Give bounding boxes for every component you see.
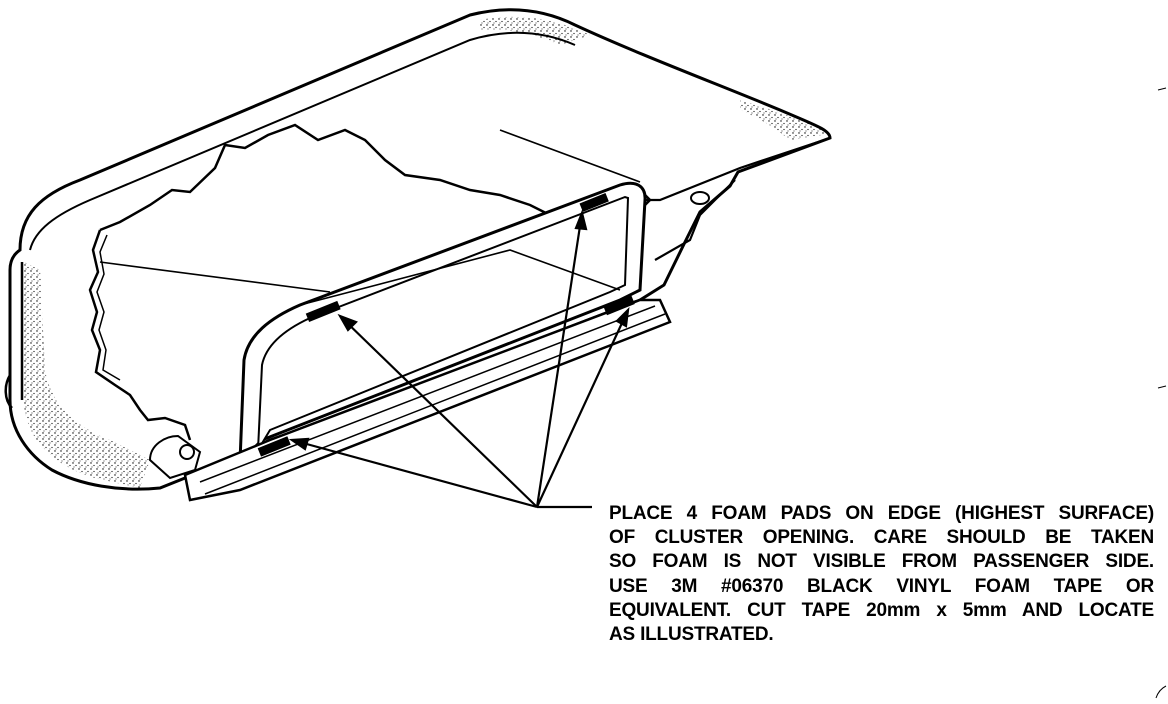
cutaway-edge-left-inner (96, 234, 121, 381)
instruction-line-2: OF CLUSTER OPENING. CARE SHOULD BE TAKEN (609, 527, 1154, 549)
hood-left-side (4, 262, 24, 409)
foam-pad-middle-left (305, 300, 341, 323)
instruction-line-4: USE 3M #06370 BLACK VINYL FOAM TAPE OR (609, 575, 1154, 597)
instruction-line-1: PLACE 4 FOAM PADS ON EDGE (HIGHEST SURFA… (609, 503, 1154, 524)
hood-lip-line (29, 31, 576, 251)
hood-shading-left (24, 262, 150, 488)
foam-pad-instruction: PLACE 4 FOAM PADS ON EDGE (HIGHEST SURFA… (609, 502, 1154, 647)
hood-shading-top (480, 16, 590, 45)
cutaway-edge-left (88, 229, 192, 441)
foam-pad-top-right (579, 193, 609, 212)
left-mount-bracket (148, 434, 202, 480)
instruction-line-6: AS ILLUSTRATED. (609, 624, 774, 646)
margin-marks (1155, 87, 1167, 699)
cluster-opening-inner (257, 195, 630, 451)
hood-crease-line (499, 129, 641, 183)
hood-outer-shell (8, 8, 832, 491)
mounting-hole-right (690, 191, 710, 205)
hood-shading-right (740, 100, 828, 140)
bottom-rail-edge (199, 305, 666, 495)
cluster-opening-back (299, 249, 621, 306)
mounting-hole-left (179, 444, 195, 460)
foam-pad-lower-left (257, 436, 291, 457)
right-flange (645, 136, 831, 261)
hood-lip-line-2 (99, 261, 331, 293)
instruction-line-5: EQUIVALENT. CUT TAPE 20mm x 5mm AND LOCA… (609, 599, 1154, 621)
foam-pad-lower-right (603, 295, 635, 316)
leader-arrows (288, 209, 630, 509)
instruction-line-3: SO FOAM IS NOT VISIBLE FROM PASSENGER SI… (609, 551, 1154, 573)
